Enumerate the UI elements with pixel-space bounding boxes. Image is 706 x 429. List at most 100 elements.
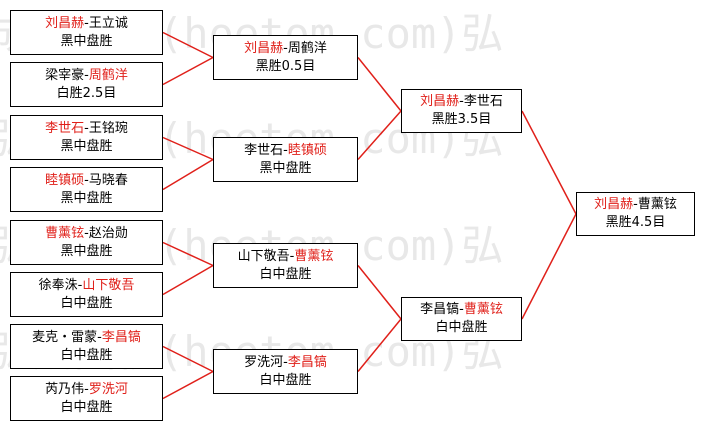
player-white: 赵治勋 — [88, 225, 128, 241]
vs-dash: - — [84, 67, 89, 83]
match-players: 徐奉洙-山下敬吾 — [39, 277, 135, 295]
match-players: 曹薰铉-赵治勋 — [45, 225, 128, 243]
player-black: 梁宰豪 — [45, 67, 85, 83]
player-black: 李昌镐 — [420, 302, 460, 317]
vs-dash: - — [459, 302, 464, 317]
match-result: 黑中盘胜 — [60, 33, 113, 49]
player-white: 罗洗河 — [88, 381, 128, 397]
match-box: 梁宰豪-周鹤洋白胜2.5目 — [10, 62, 163, 107]
match-players: 梁宰豪-周鹤洋 — [45, 67, 128, 85]
player-black: 刘昌赫 — [45, 15, 85, 31]
player-black: 山下敬吾 — [237, 248, 290, 264]
vs-dash: - — [633, 197, 638, 212]
match-players: 李昌镐-曹薰铉 — [420, 301, 503, 319]
match-box: 芮乃伟-罗洗河白中盘胜 — [10, 376, 163, 421]
match-players: 刘昌赫-王立诚 — [45, 15, 128, 33]
match-players: 麦克・雷蒙-李昌镐 — [32, 329, 141, 347]
match-box: 李世石-睦镇硕黑中盘胜 — [213, 137, 358, 182]
player-black: 李世石 — [45, 120, 85, 136]
player-white: 王立诚 — [88, 15, 128, 31]
player-white: 王铭琬 — [88, 120, 128, 136]
player-white: 周鹤洋 — [88, 67, 128, 83]
vs-dash: - — [459, 94, 464, 109]
match-result: 白中盘胜 — [259, 266, 312, 282]
match-players: 刘昌赫-曹薰铉 — [594, 196, 677, 214]
player-white: 山下敬吾 — [82, 277, 135, 293]
match-box: 李昌镐-曹薰铉白中盘胜 — [401, 297, 522, 341]
player-black: 罗洗河 — [244, 354, 284, 370]
match-result: 黑中盘胜 — [60, 190, 113, 206]
match-box: 刘昌赫-李世石黑胜3.5目 — [401, 89, 522, 133]
match-players: 山下敬吾-曹薰铉 — [238, 248, 334, 266]
match-result: 黑中盘胜 — [259, 160, 312, 176]
vs-dash: - — [97, 329, 102, 345]
match-result: 白胜2.5目 — [56, 85, 117, 101]
match-box: 刘昌赫-王立诚黑中盘胜 — [10, 10, 163, 55]
bracket-connector — [357, 265, 402, 320]
player-black: 刘昌赫 — [244, 40, 284, 56]
match-box: 山下敬吾-曹薰铉白中盘胜 — [213, 243, 358, 288]
player-black: 曹薰铉 — [45, 225, 85, 241]
bracket-connector — [162, 241, 214, 267]
match-result: 白中盘胜 — [259, 372, 312, 388]
match-box: 刘昌赫-曹薰铉黑胜4.5目 — [576, 192, 695, 236]
bracket-connector — [162, 136, 214, 161]
match-result: 黑中盘胜 — [60, 138, 113, 154]
bracket-connector — [162, 370, 214, 400]
player-black: 刘昌赫 — [420, 94, 460, 109]
match-box: 麦克・雷蒙-李昌镐白中盘胜 — [10, 324, 163, 369]
player-white: 睦镇硕 — [287, 142, 327, 158]
match-players: 李世石-睦镇硕 — [244, 142, 327, 160]
bracket-connector — [162, 264, 214, 296]
match-result: 黑胜3.5目 — [431, 112, 492, 127]
bracket-connector — [162, 158, 214, 191]
match-result: 白中盘胜 — [60, 347, 113, 363]
player-white: 李昌镐 — [101, 329, 141, 345]
player-white: 曹薰铉 — [637, 197, 677, 212]
match-box: 李世石-王铭琬黑中盘胜 — [10, 115, 163, 160]
bracket-connector — [357, 110, 402, 160]
match-result: 黑胜4.5目 — [605, 215, 666, 230]
vs-dash: - — [283, 40, 288, 56]
bracket-connector — [357, 57, 402, 112]
player-black: 刘昌赫 — [594, 197, 634, 212]
player-black: 睦镇硕 — [45, 172, 85, 188]
player-black: 芮乃伟 — [45, 381, 85, 397]
vs-dash: - — [84, 172, 89, 188]
match-players: 睦镇硕-马晓春 — [45, 172, 128, 190]
player-white: 曹薰铉 — [294, 248, 334, 264]
match-result: 白中盘胜 — [435, 320, 488, 335]
player-white: 李世石 — [463, 94, 503, 109]
bracket-connector — [357, 318, 402, 372]
match-box: 徐奉洙-山下敬吾白中盘胜 — [10, 272, 163, 317]
vs-dash: - — [84, 120, 89, 136]
bracket-connector — [162, 345, 214, 373]
match-players: 刘昌赫-周鹤洋 — [244, 40, 327, 58]
match-result: 白中盘胜 — [60, 295, 113, 311]
player-black: 李世石 — [244, 142, 284, 158]
match-box: 罗洗河-李昌镐白中盘胜 — [213, 349, 358, 394]
match-box: 曹薰铉-赵治勋黑中盘胜 — [10, 220, 163, 265]
bracket-connector — [162, 56, 214, 86]
player-black: 徐奉洙 — [38, 277, 78, 293]
vs-dash: - — [289, 248, 295, 264]
vs-dash: - — [283, 354, 288, 370]
bracket-connector — [521, 213, 577, 320]
player-white: 曹薰铉 — [463, 302, 503, 317]
vs-dash: - — [84, 225, 89, 241]
match-box: 刘昌赫-周鹤洋黑胜0.5目 — [213, 35, 358, 80]
match-players: 罗洗河-李昌镐 — [244, 354, 327, 372]
vs-dash: - — [283, 142, 288, 158]
player-white: 马晓春 — [88, 172, 128, 188]
player-black: 麦克・雷蒙 — [32, 329, 98, 345]
bracket-connector — [521, 110, 577, 215]
match-players: 芮乃伟-罗洗河 — [45, 381, 128, 399]
match-result: 白中盘胜 — [60, 399, 113, 415]
match-players: 刘昌赫-李世石 — [420, 93, 503, 111]
match-result: 黑中盘胜 — [60, 243, 113, 259]
vs-dash: - — [84, 381, 89, 397]
bracket-connector — [162, 31, 214, 59]
vs-dash: - — [77, 277, 83, 293]
